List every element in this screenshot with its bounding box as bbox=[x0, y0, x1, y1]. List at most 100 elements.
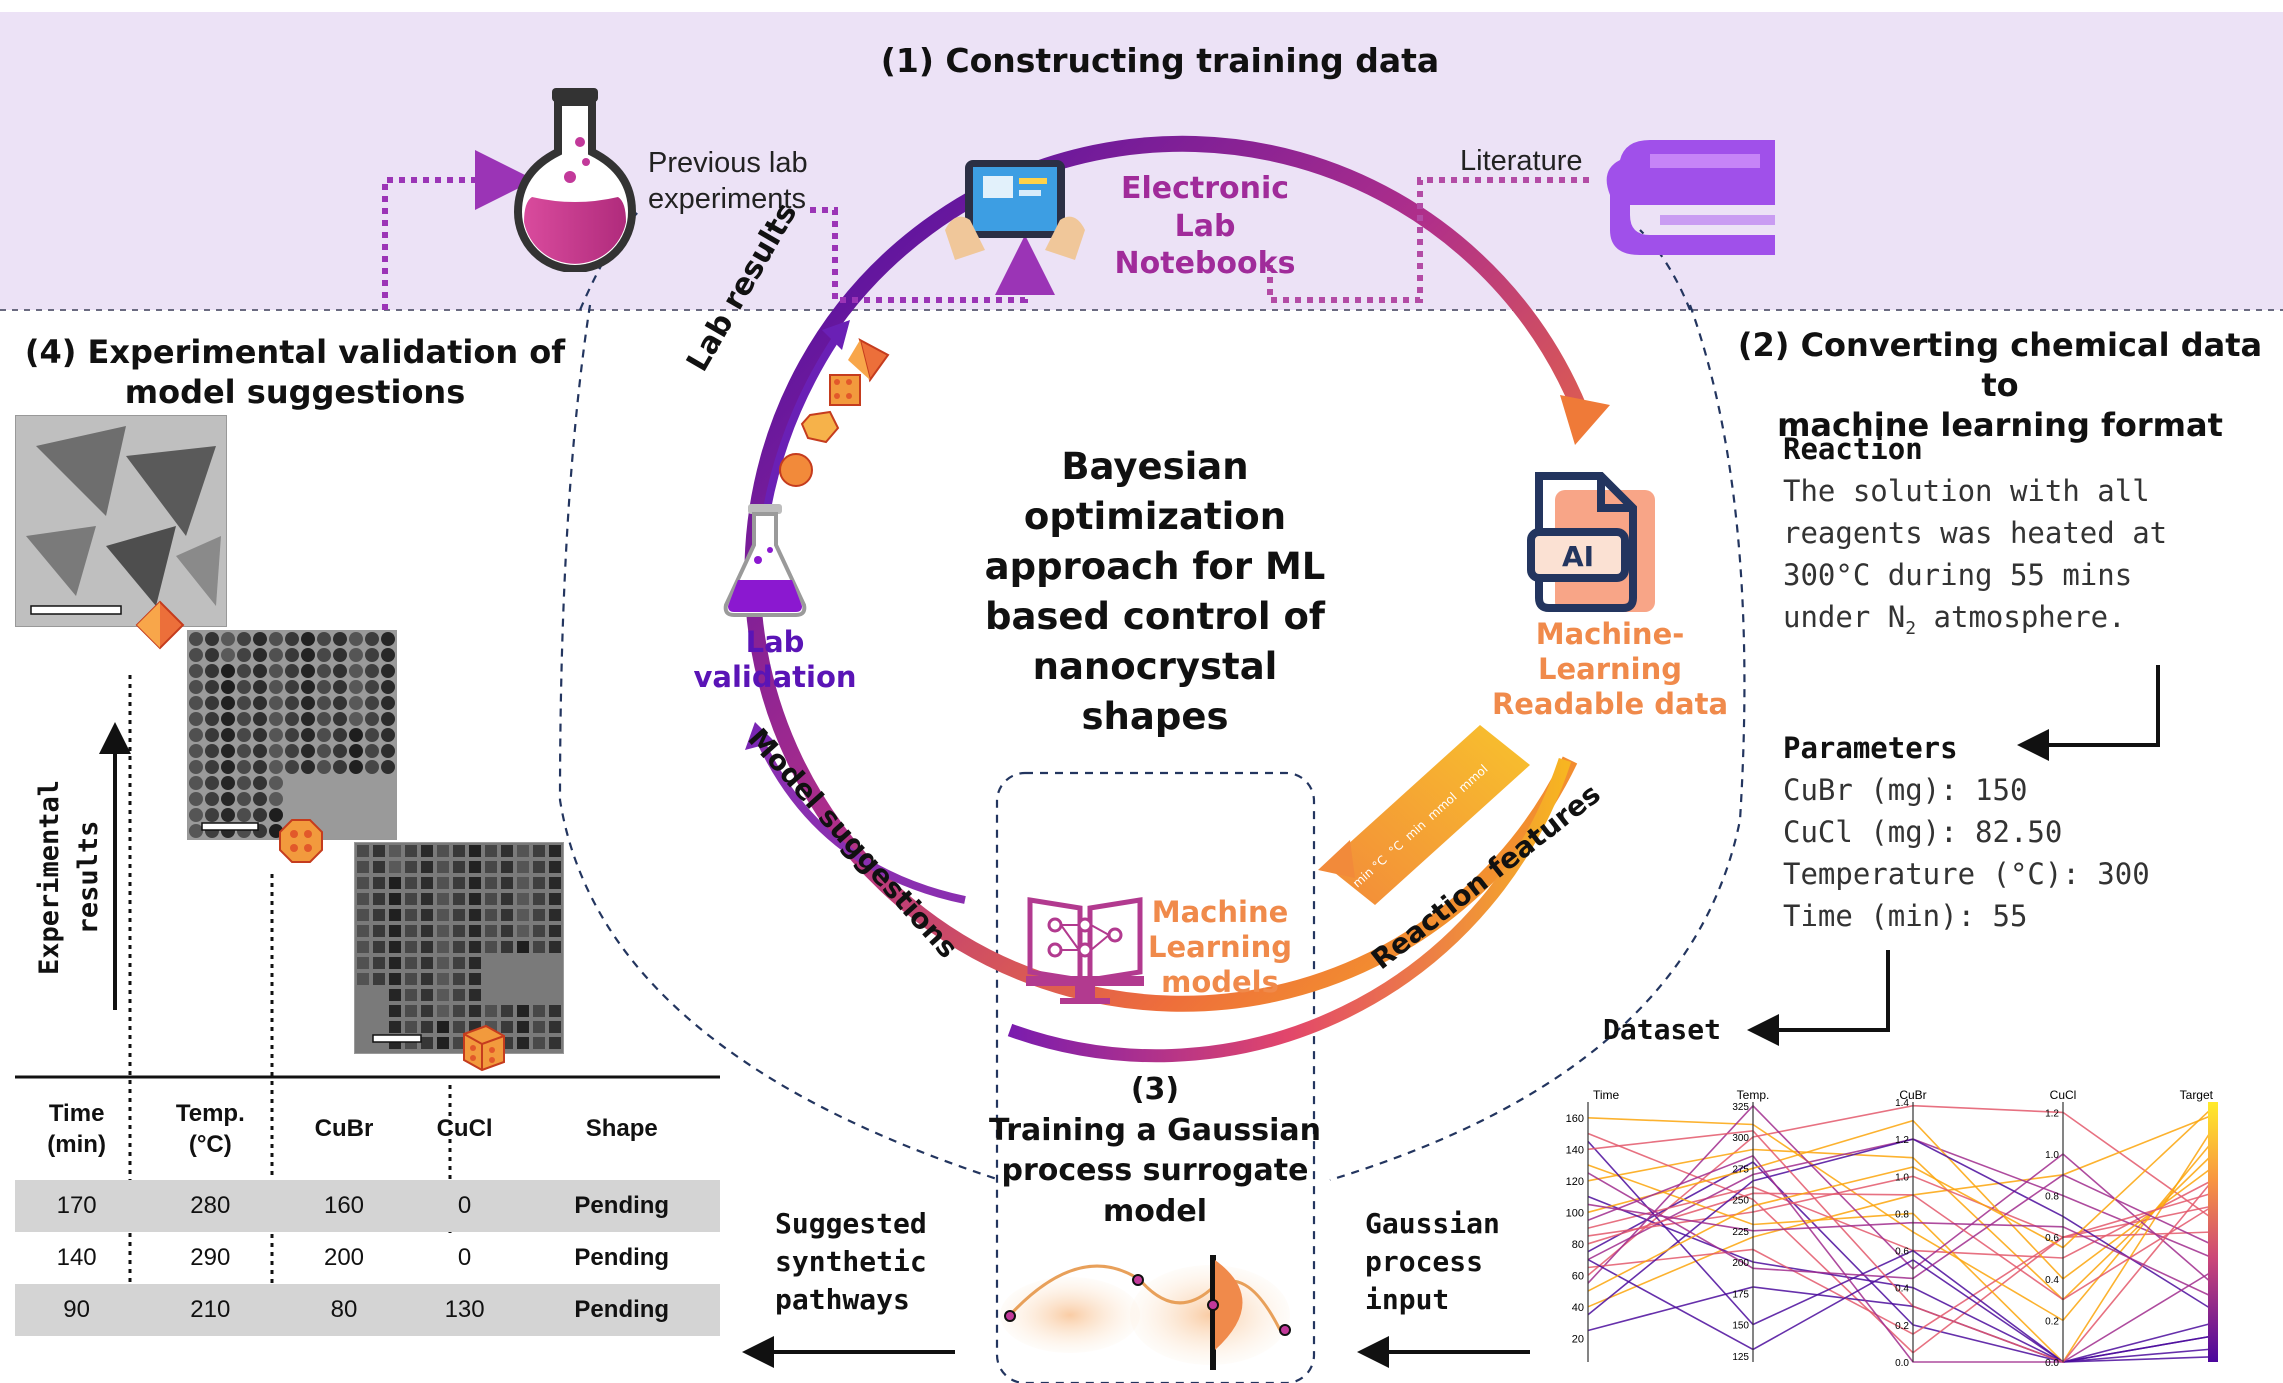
axis-label: Target bbox=[2180, 1088, 2214, 1102]
tick-label: 0.2 bbox=[1895, 1321, 1909, 1332]
eln-label: Electronic Lab Notebooks bbox=[1114, 171, 1296, 281]
tick-label: 0.0 bbox=[2045, 1358, 2059, 1369]
tick-label: 100 bbox=[1566, 1207, 1584, 1219]
tick-label: 200 bbox=[1732, 1258, 1749, 1269]
experimental-results-label: Experimental results bbox=[34, 779, 105, 975]
books-icon bbox=[1606, 140, 1775, 255]
tick-label: 1.2 bbox=[1895, 1135, 1909, 1146]
tick-label: 120 bbox=[1566, 1176, 1584, 1188]
tick-label: 20 bbox=[1572, 1333, 1584, 1345]
tem-image-cubes bbox=[354, 842, 564, 1054]
table-cell: 80 bbox=[282, 1284, 406, 1336]
sphere-icon bbox=[779, 453, 813, 487]
section-3-title: (3) Training a Gaussian process surrogat… bbox=[989, 1072, 1321, 1229]
table-cell: 290 bbox=[190, 1244, 231, 1271]
tick-label: 0.0 bbox=[1895, 1358, 1909, 1369]
tick-label: 125 bbox=[1732, 1352, 1749, 1363]
flask-icon bbox=[513, 88, 637, 272]
parameters-heading: Parameters bbox=[1783, 731, 1958, 765]
gp-input-label: Gaussian process input bbox=[1365, 1207, 1500, 1316]
parameters-list: CuBr (mg): 150 CuCl (mg): 82.50 Temperat… bbox=[1783, 773, 2150, 934]
tick-label: 1.4 bbox=[1895, 1098, 1909, 1109]
tick-label: 0.6 bbox=[1895, 1247, 1909, 1258]
gp-point bbox=[1279, 1324, 1291, 1336]
table-header-cell: Temp. (°C) bbox=[175, 1099, 245, 1158]
tablet-icon bbox=[945, 160, 1085, 260]
tick-label: 80 bbox=[1572, 1239, 1584, 1251]
tick-label: 0.4 bbox=[2045, 1275, 2059, 1286]
reaction-features-ribbon bbox=[1325, 725, 1530, 905]
dotted-prev-lab bbox=[382, 150, 535, 310]
axis-label: CuCl bbox=[2050, 1088, 2077, 1102]
table-cell: Pending bbox=[523, 1284, 720, 1336]
table-header-cell: Time (min) bbox=[47, 1099, 106, 1158]
cuboctahedron-icon bbox=[279, 819, 323, 863]
table-cell: 140 bbox=[56, 1244, 97, 1271]
tick-label: 250 bbox=[1732, 1196, 1749, 1207]
center-title: Bayesian optimization approach for ML ba… bbox=[984, 445, 1326, 738]
cubo-icon bbox=[800, 410, 840, 444]
cube-icon bbox=[463, 1024, 505, 1072]
table-cell: Pending bbox=[523, 1180, 720, 1232]
reaction-heading: Reaction bbox=[1783, 432, 1923, 466]
reaction-block: Reaction The solution with all reagents … bbox=[1783, 428, 2273, 642]
erlenmeyer-icon bbox=[723, 504, 807, 617]
tick-label: 0.8 bbox=[2045, 1192, 2059, 1203]
tick-label: 0.8 bbox=[1895, 1209, 1909, 1220]
axis-label: Temp. bbox=[1737, 1088, 1770, 1102]
series-line bbox=[1587, 1161, 2214, 1363]
table-header-cell: CuCl bbox=[436, 1115, 493, 1143]
section-4-title: (4) Experimental validation of model sug… bbox=[24, 333, 566, 411]
literature-label: Literature bbox=[1460, 145, 1583, 177]
table-cell: 160 bbox=[282, 1180, 406, 1232]
table-cell: Pending bbox=[574, 1244, 670, 1271]
tick-label: 1.2 bbox=[2045, 1108, 2059, 1119]
suggested-pathways-label: Suggested synthetic pathways bbox=[775, 1207, 927, 1316]
ml-readable-data-label: Machine- Learning Readable data bbox=[1491, 617, 1729, 721]
table-header-cell: Shape bbox=[585, 1115, 658, 1143]
tick-label: 275 bbox=[1732, 1164, 1749, 1175]
table-cell: 210 bbox=[138, 1284, 283, 1336]
ml-models-label: Machine Learning models bbox=[1147, 895, 1292, 999]
table-cell: 0 bbox=[457, 1244, 472, 1271]
right-dashed-arc bbox=[1329, 304, 1746, 1182]
tick-label: 225 bbox=[1732, 1227, 1749, 1238]
ai-document-icon: AI bbox=[1527, 472, 1655, 612]
tick-label: 160 bbox=[1566, 1113, 1584, 1125]
results-table-header: Time (min) Temp. (°C) CuBr CuCl Shape bbox=[15, 1078, 720, 1180]
table-cell: 130 bbox=[405, 1284, 524, 1336]
ml-book-icon bbox=[1026, 897, 1144, 1004]
dotted-eln-left bbox=[810, 207, 1055, 303]
tick-label: 175 bbox=[1732, 1289, 1749, 1300]
model-suggestions-arrow bbox=[756, 738, 966, 904]
tem-image-spheres bbox=[187, 630, 397, 840]
table-header-cell: CuBr bbox=[314, 1115, 374, 1143]
params-to-dataset-arrow bbox=[1747, 950, 1890, 1046]
nanocrystal-icons bbox=[779, 338, 890, 487]
dataset-label: Dataset bbox=[1603, 1013, 1722, 1046]
reaction-to-params-arrow bbox=[2017, 665, 2160, 761]
tick-label: 0.2 bbox=[2045, 1316, 2059, 1327]
gp-mini-plot bbox=[1000, 1255, 1291, 1370]
table-cell: 90 bbox=[15, 1284, 139, 1336]
target-colorbar bbox=[2208, 1102, 2218, 1362]
octahedron-icon bbox=[135, 600, 185, 650]
tick-label: 150 bbox=[1732, 1321, 1749, 1332]
axis-label: Time bbox=[1593, 1088, 1620, 1102]
tick-label: 325 bbox=[1732, 1102, 1749, 1113]
table-cell: 280 bbox=[138, 1180, 283, 1232]
table-cell: 0 bbox=[405, 1180, 524, 1232]
tick-label: 0.6 bbox=[2045, 1233, 2059, 1244]
tick-label: 60 bbox=[1572, 1270, 1584, 1282]
axis-label: CuBr bbox=[1899, 1088, 1926, 1102]
section-2-title: (2) Converting chemical data to machine … bbox=[1737, 326, 2263, 444]
previous-lab-label: Previous lab experiments bbox=[648, 147, 808, 216]
training-data-band bbox=[0, 12, 2283, 310]
dotted-eln-right bbox=[1267, 177, 1592, 303]
cycle-ring-lower bbox=[1007, 757, 1572, 1063]
